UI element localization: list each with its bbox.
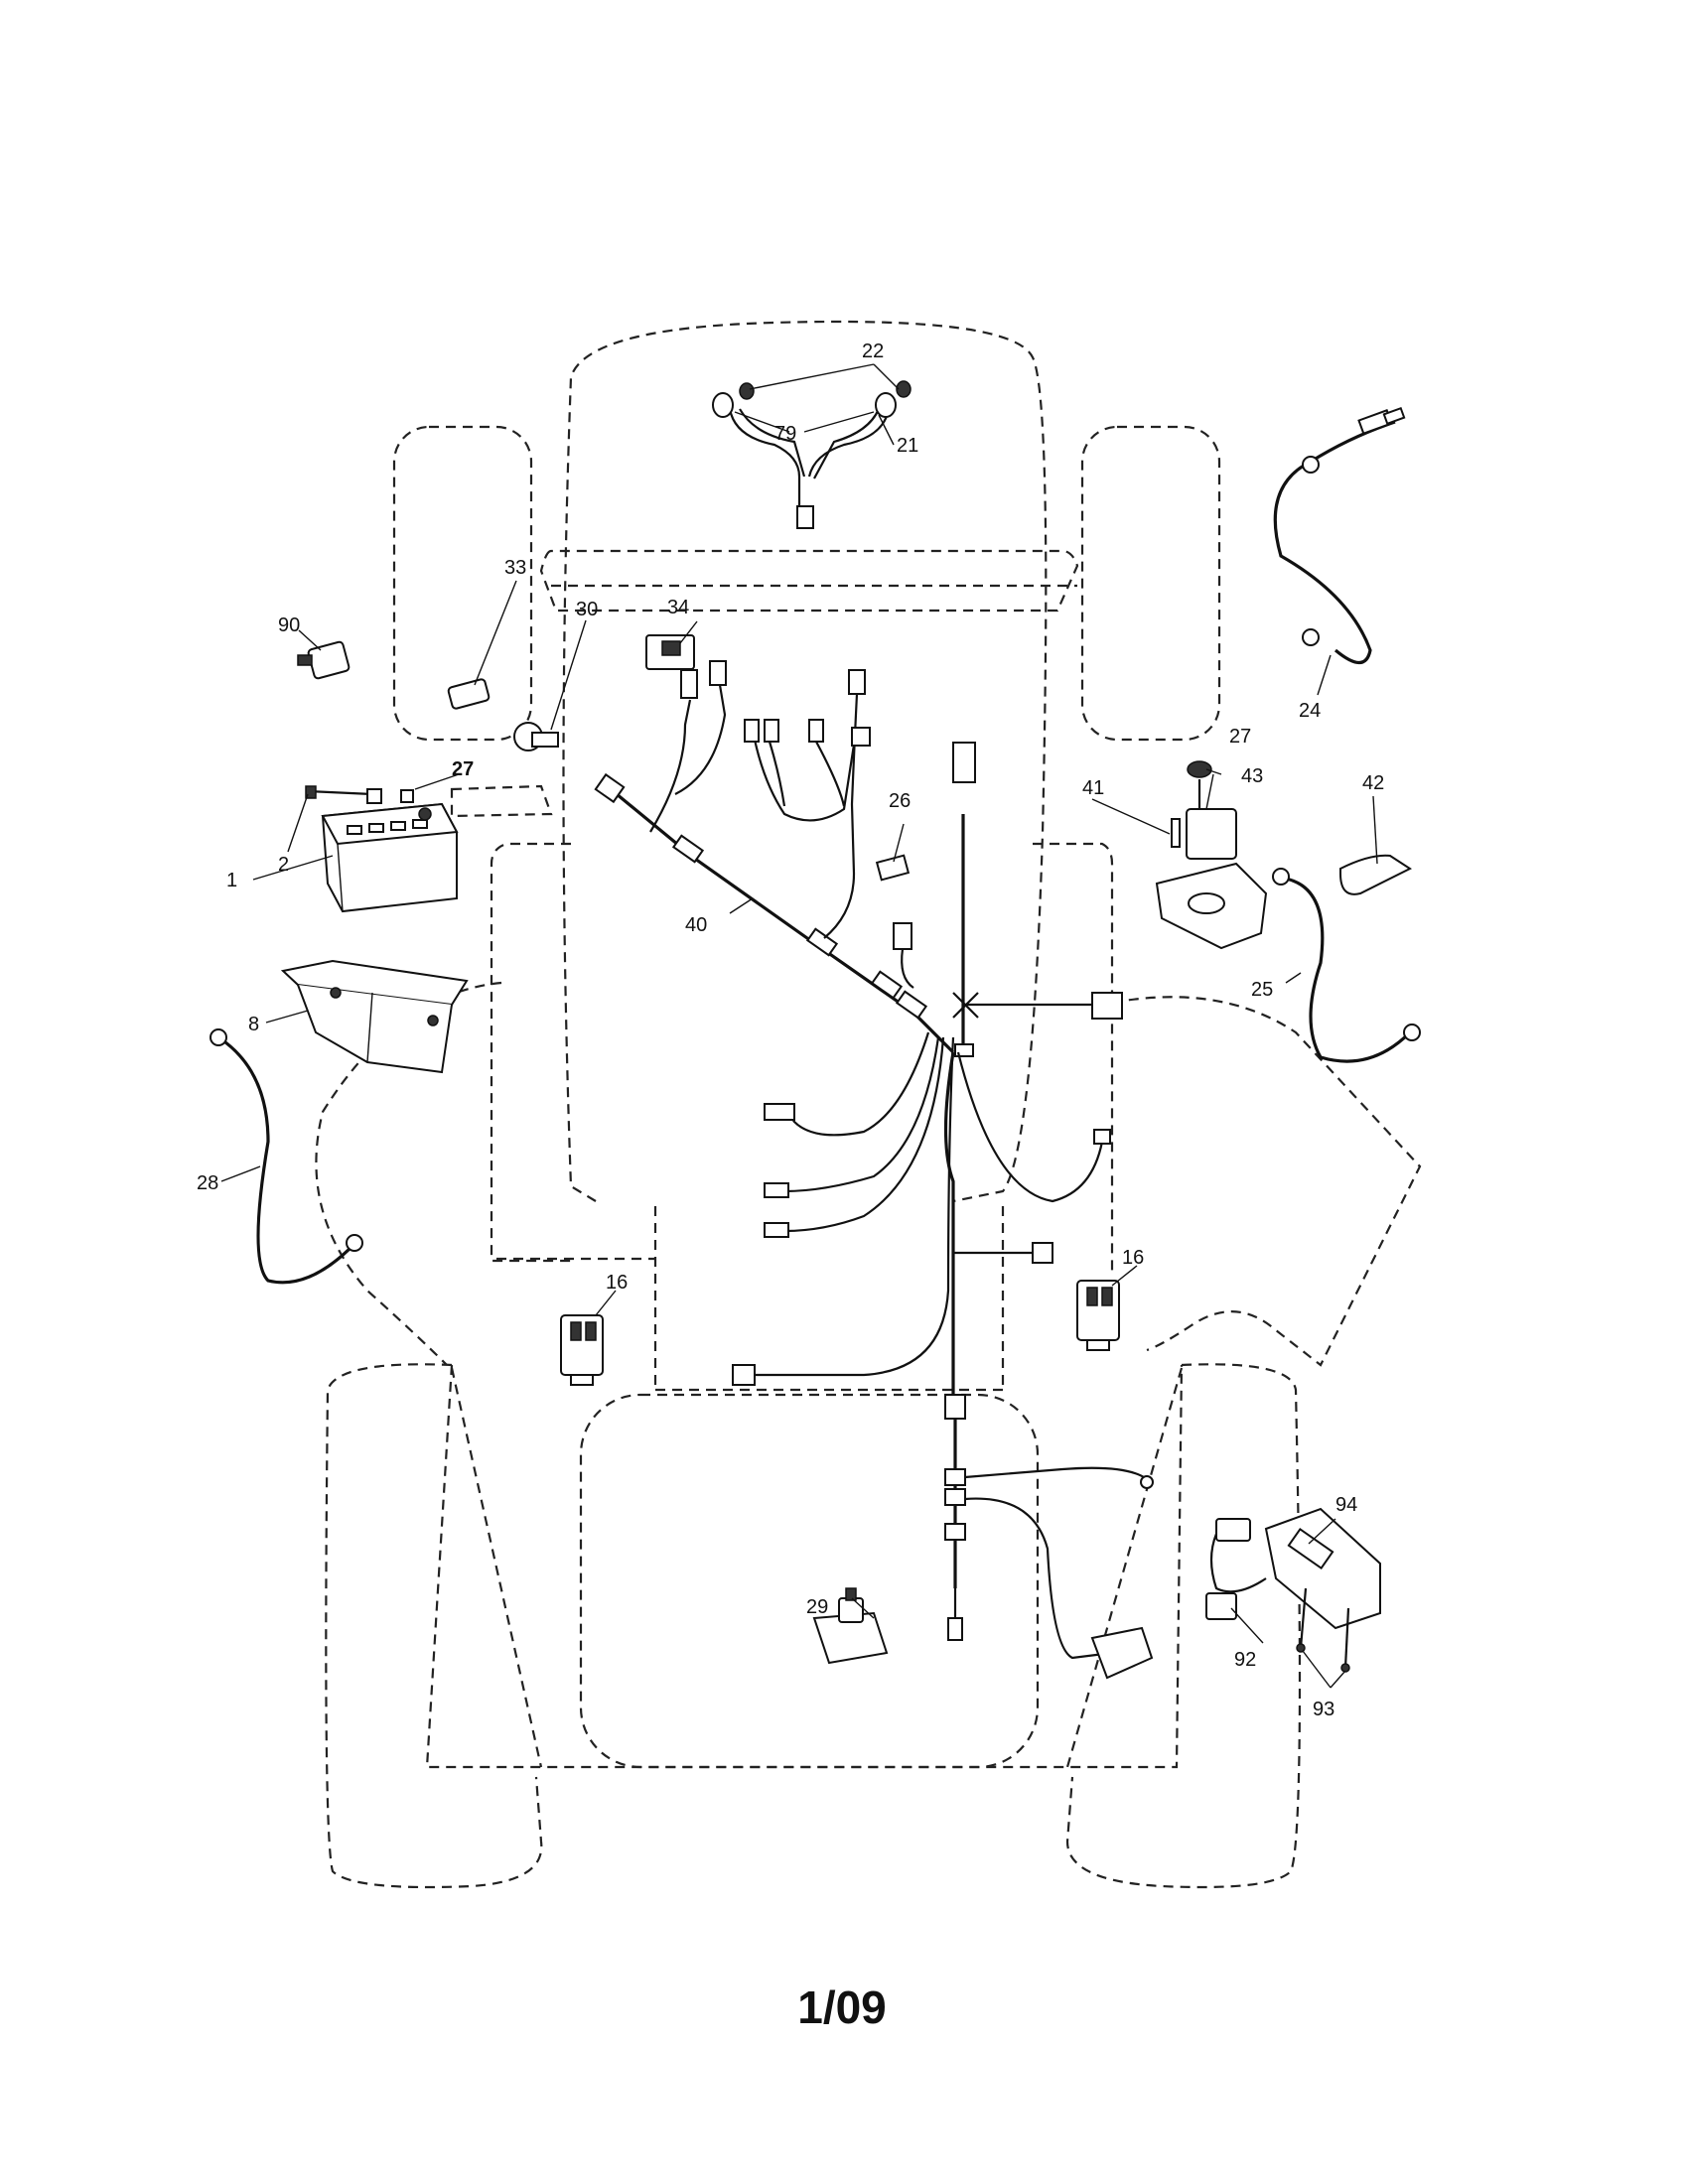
bolt-41	[1171, 818, 1181, 848]
harness-92-plug	[1205, 1592, 1237, 1620]
connector-f	[1090, 1626, 1154, 1680]
callout-26: 26	[889, 790, 911, 812]
callout-1: 1	[226, 870, 237, 891]
ignition-key	[447, 678, 491, 710]
leader-lines	[220, 363, 1378, 1689]
body-outline	[490, 842, 571, 1263]
main-harness-40	[594, 660, 1154, 1680]
terminal-boot-42	[1339, 854, 1413, 895]
callout-29: 29	[806, 1596, 828, 1618]
callout-94: 94	[1335, 1494, 1357, 1516]
connector-d	[764, 1103, 795, 1121]
connector-a	[680, 669, 698, 699]
callout-16-right: 16	[1122, 1247, 1144, 1269]
callout-93: 93	[1313, 1699, 1334, 1720]
callout-40: 40	[685, 914, 707, 936]
body-right	[1033, 842, 1114, 1276]
headlight-harness	[712, 380, 912, 529]
callout-22: 22	[862, 341, 884, 362]
switch-29	[812, 1587, 889, 1665]
rear-wheel-inner-left	[450, 1367, 543, 1768]
battery-tray-rim	[280, 959, 469, 1007]
battery-tray	[280, 959, 469, 1074]
callout-30: 30	[576, 599, 598, 620]
callout-16-left: 16	[606, 1272, 628, 1294]
rear-left-wheel	[325, 1363, 543, 1889]
callout-8: 8	[248, 1014, 259, 1035]
hood-outline	[562, 320, 1048, 1203]
callout-33: 33	[504, 557, 526, 579]
callout-labels: 1 2 27 8 28 16 16 29 34 40 26 33 30 90 4…	[197, 341, 1384, 1720]
callout-34: 34	[667, 597, 689, 618]
connector-e	[732, 1364, 756, 1386]
plug-90	[307, 640, 351, 680]
battery-tray-dash	[450, 784, 553, 818]
callout-25: 25	[1251, 979, 1273, 1001]
callout-28: 28	[197, 1172, 218, 1194]
rear-fender	[425, 1364, 1184, 1769]
connector-c	[1091, 992, 1123, 1020]
hood-top-band	[539, 549, 1079, 613]
callout-24: 24	[1299, 700, 1321, 722]
connector-b	[893, 922, 912, 950]
callout-79: 79	[774, 423, 796, 445]
bulb-left	[739, 382, 755, 400]
ignition-parts	[297, 634, 695, 751]
solenoid	[1186, 808, 1237, 860]
deck-right	[1111, 996, 1422, 1367]
front-left-wheel	[392, 425, 533, 742]
front-right-wheel	[1080, 425, 1221, 742]
headlight-socket-left	[712, 392, 734, 418]
page-number: 1/09	[797, 1981, 887, 2033]
ground-cable-28	[210, 1028, 363, 1285]
callout-90: 90	[278, 614, 300, 636]
rear-wheel-inner-right	[1065, 1367, 1184, 1768]
solenoid-assembly	[1155, 760, 1421, 1063]
battery-assembly	[305, 785, 459, 913]
callout-43: 43	[1241, 765, 1263, 787]
tractor-outline	[315, 320, 1422, 1889]
switch-16-right	[1076, 1280, 1120, 1351]
trunk-connector-top	[952, 742, 976, 783]
callout-27-solenoid: 27	[1229, 726, 1251, 748]
fuse-26	[875, 854, 911, 882]
rear-right-wheel	[1065, 1363, 1302, 1889]
callout-27-battery: 27	[452, 758, 474, 780]
nut-27	[1187, 760, 1212, 778]
bulb-right	[896, 380, 912, 398]
switch-16-left	[560, 1314, 604, 1386]
headlight-plug	[796, 505, 814, 529]
callout-42: 42	[1362, 772, 1384, 794]
callout-2: 2	[278, 854, 289, 876]
seat-outline	[579, 1393, 1040, 1769]
callout-92: 92	[1234, 1649, 1256, 1671]
module-94	[1205, 1507, 1381, 1673]
callout-21: 21	[897, 435, 918, 457]
callout-41: 41	[1082, 777, 1104, 799]
headlight-socket-right	[875, 392, 897, 418]
battery-cable-24	[1273, 406, 1406, 665]
